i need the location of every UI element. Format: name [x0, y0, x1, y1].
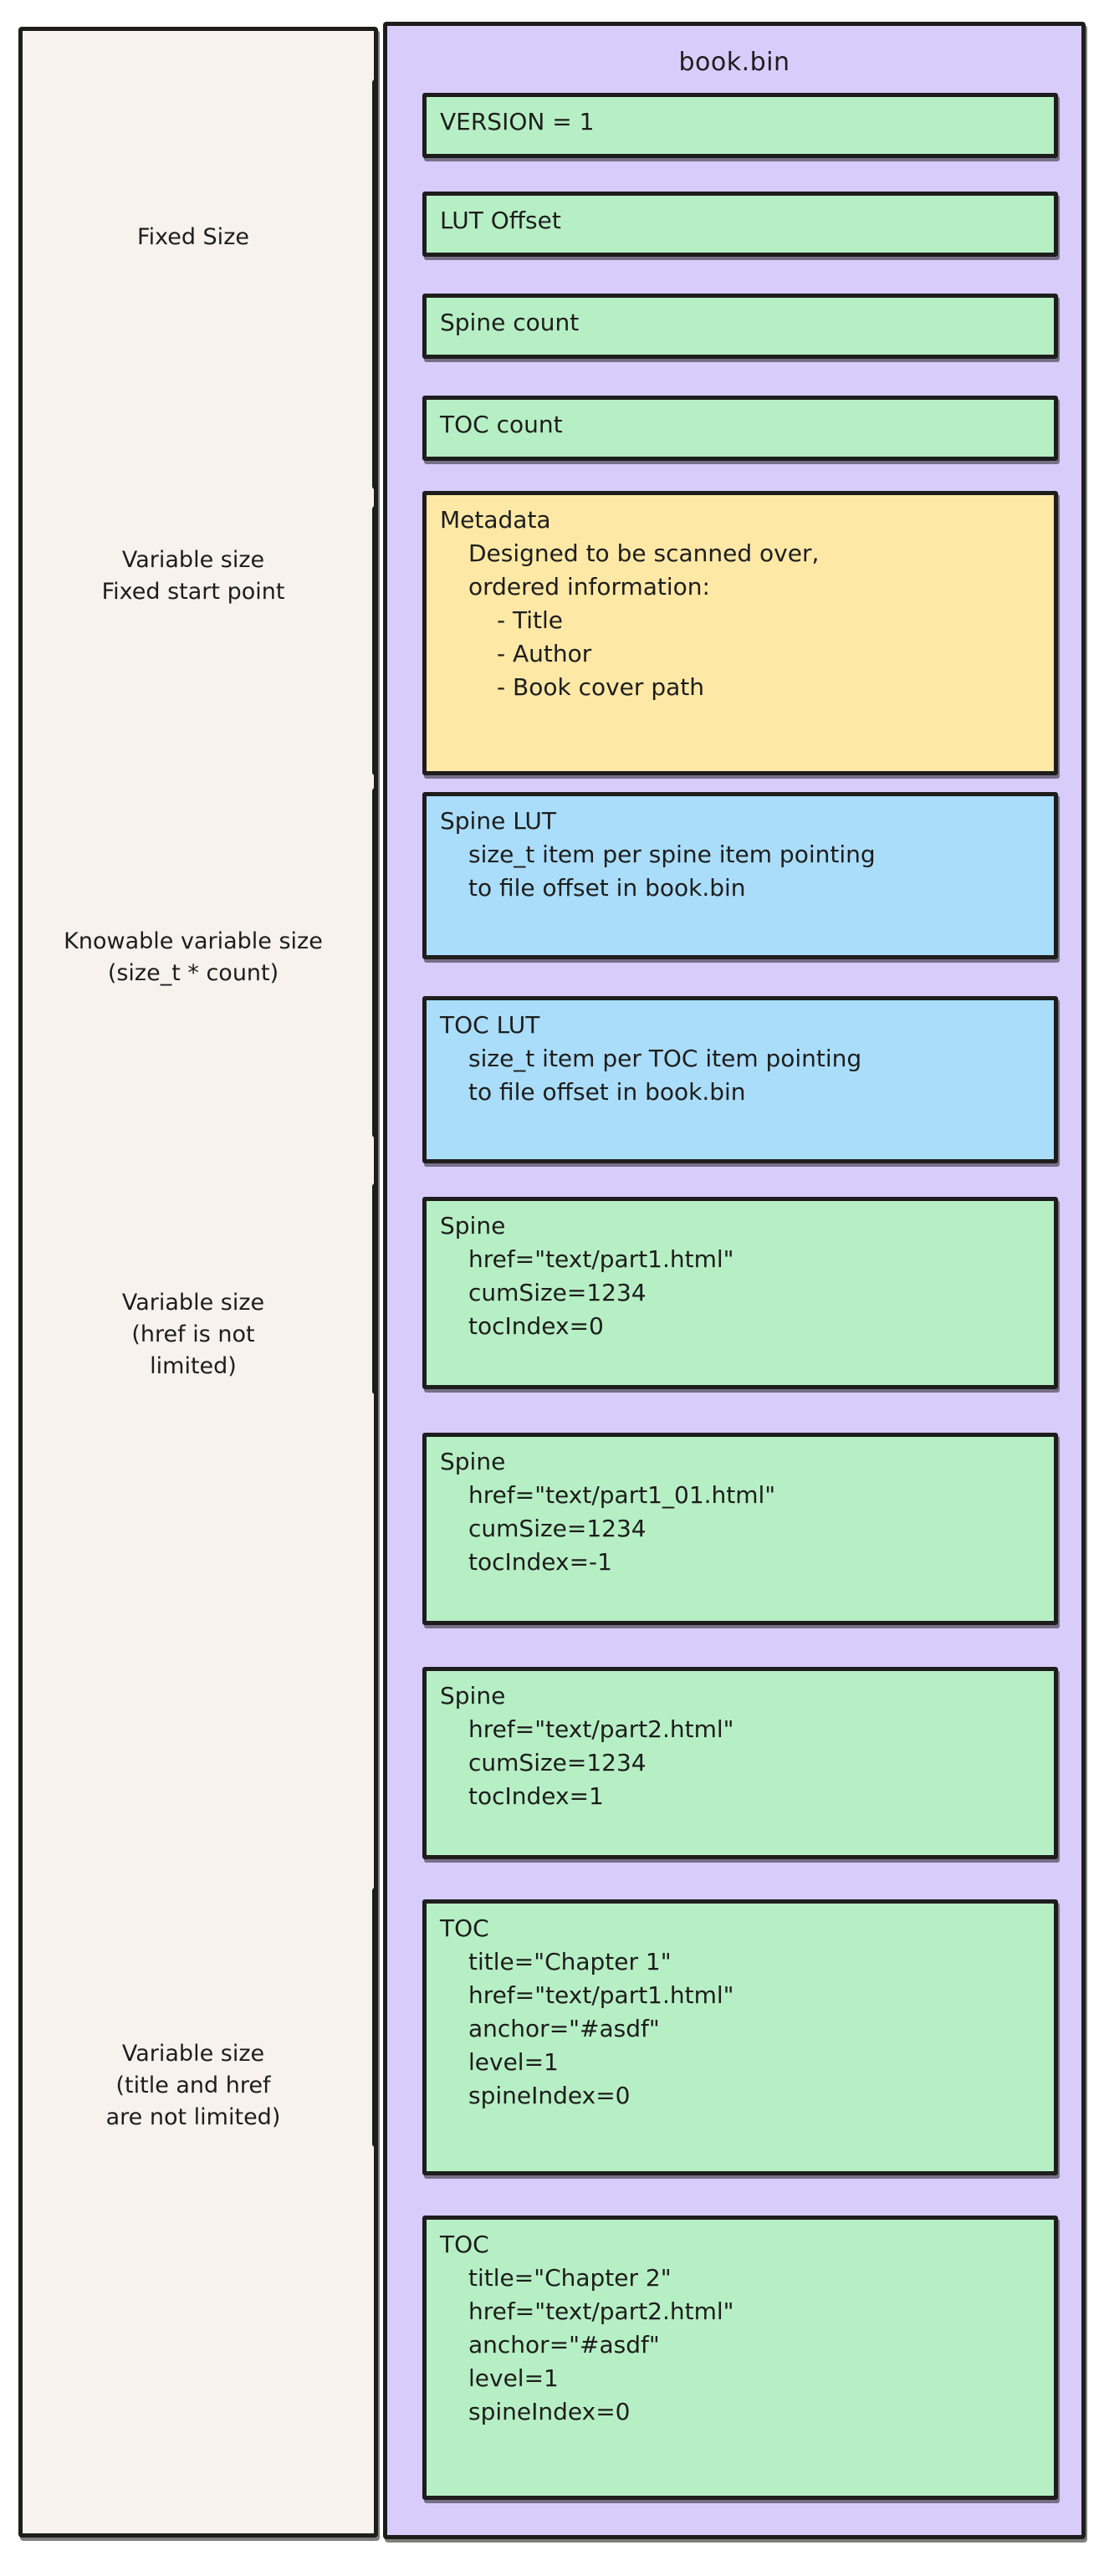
record-spine-1-head: Spine — [440, 1212, 506, 1239]
record-toc-lut-body: size_t item per TOC item pointing to fil… — [468, 1045, 862, 1106]
record-spine-2-body: href="text/part1_01.html" cumSize=1234 t… — [468, 1481, 776, 1576]
record-spine-3-body: href="text/part2.html" cumSize=1234 tocI… — [468, 1715, 734, 1810]
record-spine-lut: Spine LUT size_t item per spine item poi… — [422, 792, 1058, 959]
bracket-variable-fixed-start — [372, 506, 378, 775]
record-toc-1-head: TOC — [440, 1914, 489, 1942]
bracket-fixed-size — [372, 79, 378, 489]
record-version-head: VERSION = 1 — [440, 108, 595, 135]
record-lut-offset: LUT Offset — [422, 192, 1058, 257]
record-toc-1: TOC title="Chapter 1" href="text/part1.h… — [422, 1899, 1058, 2175]
group-label-knowable-variable-size: Knowable variable size (size_t * count) — [64, 928, 323, 986]
record-lut-offset-head: LUT Offset — [440, 207, 561, 234]
record-toc-lut-head: TOC LUT — [440, 1011, 540, 1039]
page-title: book.bin — [678, 48, 790, 77]
bracket-knowable-variable — [372, 788, 378, 1137]
group-label-variable-size-title-href: Variable size (title and href are not li… — [105, 2041, 281, 2130]
record-metadata-head: Metadata — [440, 506, 551, 534]
record-spine-lut-head: Spine LUT — [440, 807, 557, 835]
record-spine-2: Spine href="text/part1_01.html" cumSize=… — [422, 1433, 1058, 1625]
record-spine-2-head: Spine — [440, 1448, 506, 1475]
record-toc-lut: TOC LUT size_t item per TOC item pointin… — [422, 996, 1058, 1163]
record-metadata-list: - Title - Author - Book cover path — [497, 606, 704, 701]
record-spine-3: Spine href="text/part2.html" cumSize=123… — [422, 1667, 1058, 1859]
record-spine-count-head: Spine count — [440, 309, 580, 336]
record-spine-1: Spine href="text/part1.html" cumSize=123… — [422, 1197, 1058, 1389]
record-version: VERSION = 1 — [422, 93, 1058, 158]
record-toc-count: TOC count — [422, 396, 1058, 461]
record-spine-3-head: Spine — [440, 1682, 506, 1710]
left-annotation-panel: Fixed Size Variable size Fixed start poi… — [18, 27, 378, 2538]
bracket-variable-href — [372, 1183, 378, 1394]
record-spine-count: Spine count — [422, 294, 1058, 359]
group-label-variable-size-fixed-start: Variable size Fixed start point — [101, 547, 285, 605]
record-spine-lut-body: size_t item per spine item pointing to f… — [468, 841, 876, 902]
bracket-variable-title-href — [372, 1888, 378, 2147]
file-structure-panel: book.bin VERSION = 1 LUT Offset Spine co… — [383, 22, 1086, 2539]
group-label-fixed-size: Fixed Size — [137, 224, 249, 250]
record-metadata-body: Designed to be scanned over, ordered inf… — [468, 539, 820, 601]
group-label-variable-size-href: Variable size (href is not limited) — [121, 1290, 265, 1379]
record-toc-2: TOC title="Chapter 2" href="text/part2.h… — [422, 2216, 1058, 2500]
record-spine-1-body: href="text/part1.html" cumSize=1234 tocI… — [468, 1245, 734, 1340]
record-toc-2-body: title="Chapter 2" href="text/part2.html"… — [468, 2264, 734, 2425]
record-toc-1-body: title="Chapter 1" href="text/part1.html"… — [468, 1948, 734, 2109]
record-metadata: Metadata Designed to be scanned over, or… — [422, 491, 1058, 775]
record-toc-2-head: TOC — [440, 2231, 489, 2258]
record-toc-count-head: TOC count — [440, 411, 563, 438]
